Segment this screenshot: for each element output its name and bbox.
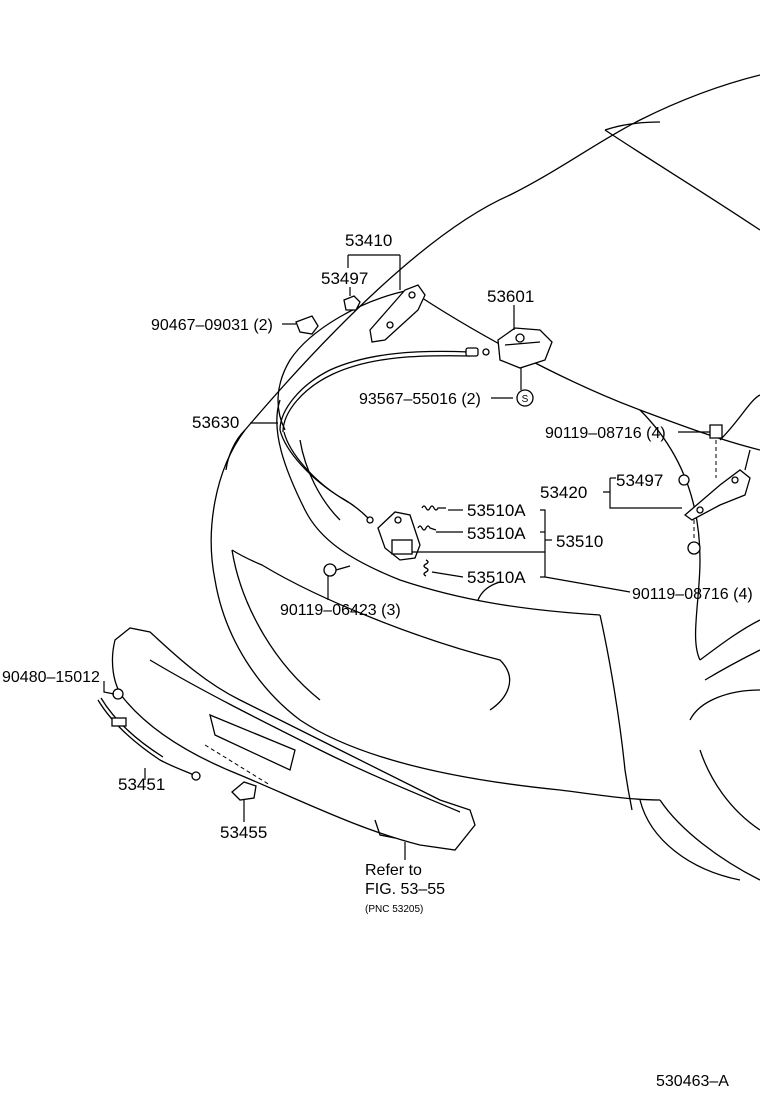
bolt-90119-08716-upper	[709, 424, 723, 439]
vehicle-body-outline	[210, 74, 760, 881]
latch-spring-1	[421, 505, 446, 511]
label-90480-15012: 90480–15012	[2, 669, 100, 686]
label-53497-top: 53497	[321, 269, 368, 288]
hood-release-cable	[279, 347, 490, 524]
label-53420: 53420	[540, 483, 587, 502]
label-53601: 53601	[487, 287, 534, 306]
refer-to-label: Refer to	[365, 862, 422, 879]
label-53497-right: 53497	[616, 471, 663, 490]
label-53510: 53510	[556, 532, 603, 551]
s-mark-label: S	[522, 394, 529, 405]
clip-90467	[295, 315, 319, 335]
latch-spring-2	[417, 525, 437, 531]
rod-holder-53455	[231, 781, 257, 801]
label-53510a-1: 53510A	[467, 501, 526, 520]
label-53510a-2: 53510A	[467, 524, 526, 543]
label-53410: 53410	[345, 231, 392, 250]
label-90119-06423: 90119–06423 (3)	[280, 602, 401, 619]
latch-spring-3	[423, 559, 429, 577]
hood-lock-53601	[497, 327, 553, 369]
refer-figure-label: FIG. 53–55	[365, 881, 445, 898]
leader-lines	[103, 254, 710, 860]
label-53455: 53455	[220, 823, 267, 842]
hood-hinge-right	[683, 449, 751, 521]
label-53630: 53630	[192, 413, 239, 432]
refer-pnc-label: (PNC 53205)	[365, 904, 423, 915]
label-53510a-3: 53510A	[467, 568, 526, 587]
fastener-dash-guide	[204, 744, 271, 786]
hood-latch-53510	[377, 511, 421, 561]
hood-support-rod	[97, 697, 201, 781]
label-90119-08716-upper: 90119–08716 (4)	[545, 425, 666, 442]
hood-hinge-left	[369, 284, 426, 343]
nut-53497-top	[343, 295, 361, 311]
lower-front-cover	[111, 627, 476, 851]
bolt-90119-08716-lower	[687, 541, 701, 555]
bolt-90119-06423	[323, 563, 351, 577]
figure-id: 530463–A	[656, 1073, 729, 1090]
label-53451: 53451	[118, 775, 165, 794]
label-90467-09031: 90467–09031 (2)	[151, 317, 273, 334]
nut-53497-right	[678, 474, 690, 486]
clip-90480	[112, 688, 124, 700]
s-mark-circle	[516, 389, 534, 407]
label-90119-08716-lower: 90119–08716 (4)	[632, 586, 753, 603]
label-93567-55016: 93567–55016 (2)	[359, 391, 481, 408]
